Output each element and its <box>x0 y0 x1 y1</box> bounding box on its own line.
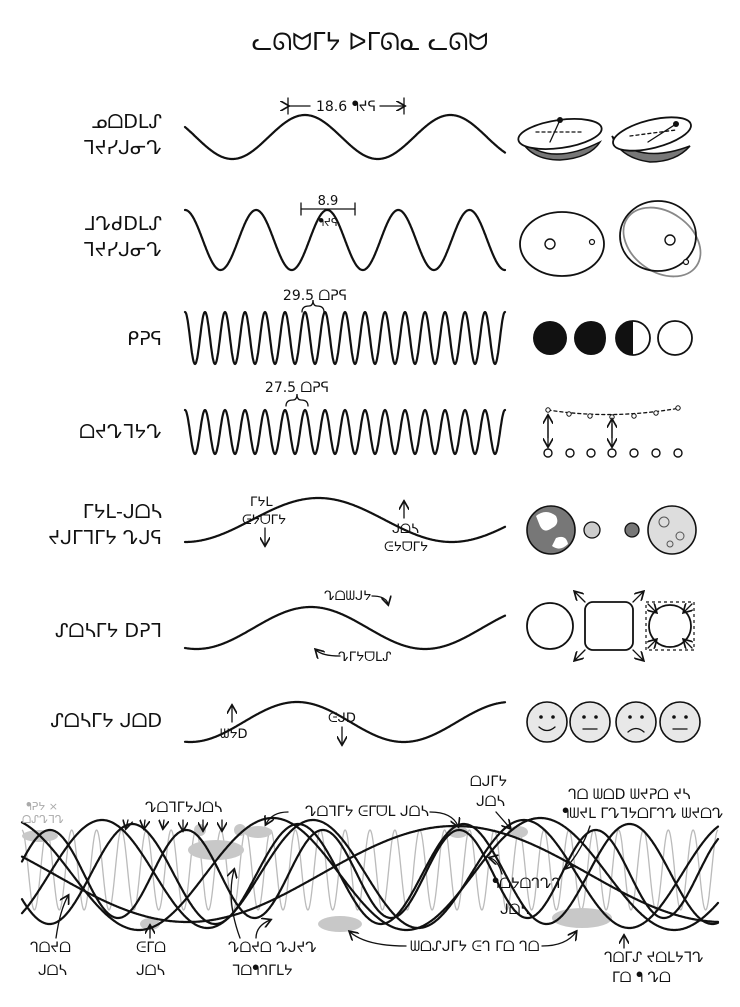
highlight-blob <box>552 908 612 928</box>
row3-period-label: 29.5 ᗝᕈᕋ <box>283 288 347 304</box>
row4-period-label: 27.5 ᗝᕈᕋ <box>265 380 329 396</box>
row1-period-annotation: 18.6 ᖳᔪᕋ <box>288 97 404 115</box>
row6-label: ᔑᗝᓴᒥᔭ ᗞᕈᒣ <box>55 620 162 642</box>
row5-right-label-line1: ᒍᗝᓴ <box>392 522 419 537</box>
row-labels: ᓄᗝᗞᒪᔑ ᒣᔪᓯᒍᓂᖊ ᒧᖊᑯᗞᒪᔑ ᒣᔪᓯᒍᓂᖊ ᑭᕈᕋ ᗝᔪᖊᒣᔭᖊ ᒥᔭ… <box>48 111 162 732</box>
earth-small-icon <box>624 522 640 538</box>
row1-label-line2: ᒣᔪᓯᒍᓂᖊ <box>83 137 162 159</box>
combined-chart-labels: ᖳᕈᔭ × ᗝᔑᖊᒣᖊ ᖊᗝᒣᒥᔭᒍᗝᓴ ᖊᗝᒣᒥᔭ ᕮᒥᗜᒪ ᒍᗝᓴ ᗝᒍᒥᔭ… <box>22 774 724 986</box>
row7-label: ᔑᗝᓴᒥᔭ ᒍᗝᗞ <box>50 710 162 732</box>
faint-label-line1: ᖳᕈᔭ × <box>26 800 58 813</box>
highlight-blob <box>318 916 362 932</box>
combined-label-3: ᗝᒍᒥᔭ <box>470 774 507 790</box>
row3-wave <box>183 310 507 366</box>
combined-wave-2 <box>20 822 720 926</box>
new-moon-icon <box>533 321 567 355</box>
combined-label-11: ᖊᗝᔪᗝ ᖊᒍᔪᖊ <box>228 940 317 956</box>
row5-earth-moon-illustration <box>526 505 697 555</box>
happy-face-icon <box>526 701 568 743</box>
row2-period-annotation: 8.9 ᖳᔪᕋ <box>300 194 356 229</box>
row4-perigee-illustration <box>544 405 683 458</box>
row5-annotations: ᒥᔭᒪ ᕮᔭᗜᒥᔭ ᒍᗝᓴ ᕮᔭᗜᒥᔭ <box>242 495 428 555</box>
combined-label-1: ᖊᗝᒣᒥᔭᒍᗝᓴ <box>145 800 222 816</box>
row1-period-label: 18.6 ᖳᔪᕋ <box>316 99 376 115</box>
combined-label-5: ᒉᗝ ᗯᗝᗞ ᗯᔪᕈᗝ ᔪᓴ <box>568 787 690 803</box>
full-moon-icon <box>657 320 693 356</box>
row6-wave <box>183 605 507 651</box>
row6-annotations: ᖊᗝᗯᒍᔭ ᖊᒥᔭᗜᒪᔑ <box>316 589 391 665</box>
row2-label-line2: ᒣᔪᓯᒍᓂᖊ <box>83 239 162 261</box>
moon-large-icon <box>647 505 697 555</box>
row7-right-label: ᕮᒍᗞ <box>328 711 356 726</box>
faint-background-wave <box>21 829 719 911</box>
combined-label-14: ᒉᗝᒥᔑ ᔪᗝᒪᔭᒣᖊ <box>604 950 704 966</box>
moon-small-icon <box>583 521 601 539</box>
highlight-blob <box>234 824 246 836</box>
neutral-face-icon <box>569 701 611 743</box>
row3-period-annotation: 29.5 ᗝᕈᕋ <box>283 288 347 313</box>
combined-label-10: ᒍᗝᓴ <box>136 963 165 979</box>
crescent-moon-icon <box>574 321 608 355</box>
combined-wave-1 <box>20 816 720 932</box>
row6-top-label: ᖊᗝᗯᒍᔭ <box>324 589 371 604</box>
row7-wave <box>183 700 507 744</box>
row5-label-line2: ᔪᒍᒥᒣᒥᔭ ᖊᒍᕋ <box>48 527 162 549</box>
combined-label-16: ᒉᗝᔪᗝ <box>30 940 71 956</box>
row2-wave <box>183 208 507 272</box>
combined-label-4: ᒍᗝᓴ <box>476 794 505 810</box>
combined-label-8: ᒍᗝᓴ <box>500 902 529 918</box>
row1-wave <box>183 113 507 161</box>
row5-label-line1: ᒥᔭᒪ-ᒍᗝᓴ <box>83 501 162 523</box>
combined-wave-4 <box>20 818 720 930</box>
combined-label-7: ᖳᗝᔭᗝᒉᖊᒉ <box>492 876 560 892</box>
row2-ellipse-orbit-illustrations <box>519 200 702 278</box>
row1-label-line1: ᓄᗝᗞᒪᔑ <box>91 111 162 133</box>
neutral-face-icon <box>659 701 701 743</box>
highlight-blob <box>244 826 272 838</box>
comic-title: ᓚᘏᗢᒥᔭ ᐅᒥᘏᓇ ᓚᘏᗢ <box>252 28 488 56</box>
row6-shape-illustration <box>526 592 695 660</box>
combined-wave-3 <box>20 824 720 924</box>
combined-label-17: ᒍᗝᓴ <box>38 963 67 979</box>
combined-wave-lines <box>20 816 720 932</box>
combined-label-12: ᒣᗝᖳᒉᒥᒪᔭ <box>232 963 293 979</box>
combined-label-2: ᖊᗝᒣᒥᔭ ᕮᒥᗜᒪ ᒍᗝᓴ <box>305 804 429 820</box>
combined-label-15: ᒥᗝ ᖳ ᖊᗝ <box>612 970 671 986</box>
row7-face-illustrations <box>526 701 701 743</box>
row4-wave <box>183 408 507 456</box>
combined-label-13: ᗯᗝᔑᒍᒥᔭ ᕮᒉ ᒥᗝ ᒉᗝ <box>410 939 539 955</box>
sad-face-icon <box>615 701 657 743</box>
row5-left-label-line2: ᕮᔭᗜᒥᔭ <box>242 513 286 528</box>
row2-label-line1: ᒧᖊᑯᗞᒪᔑ <box>84 213 162 235</box>
row6-bottom-label: ᖊᒥᔭᗜᒪᔑ <box>338 650 391 665</box>
row2-period-label-line1: 8.9 <box>318 194 339 209</box>
row3-label: ᑭᕈᕋ <box>127 328 162 350</box>
row5-right-label-line2: ᕮᔭᗜᒥᔭ <box>384 540 428 555</box>
faint-label-line2: ᗝᔑᖊᒣᖊ <box>22 813 64 826</box>
row1-tilted-orbit-illustrations <box>517 116 692 163</box>
combined-wave-chart <box>20 816 720 932</box>
row7-annotations: ᗯᔭᗞ ᕮᒍᗞ <box>220 706 356 744</box>
row5-wave <box>183 496 507 544</box>
row3-moon-phase-illustrations <box>533 320 693 356</box>
row2-period-label-line2: ᖳᔪᕋ <box>318 216 337 229</box>
row5-left-label-line1: ᒥᔭᒪ <box>250 495 273 510</box>
combined-label-6: ᖳᗯᔪᒪ ᒥᖊᒣᔭᗝᒥᒉᖊ ᗯᔪᗝᖊ <box>562 806 724 822</box>
highlight-blob <box>188 840 244 860</box>
row4-period-annotation: 27.5 ᗝᕈᕋ <box>265 380 329 407</box>
row7-left-label: ᗯᔭᗞ <box>220 727 248 742</box>
row4-label: ᗝᔪᖊᒣᔭᖊ <box>79 421 162 443</box>
combined-wave-5 <box>20 828 720 920</box>
combined-label-9: ᕮᒥᗝ <box>136 940 166 956</box>
